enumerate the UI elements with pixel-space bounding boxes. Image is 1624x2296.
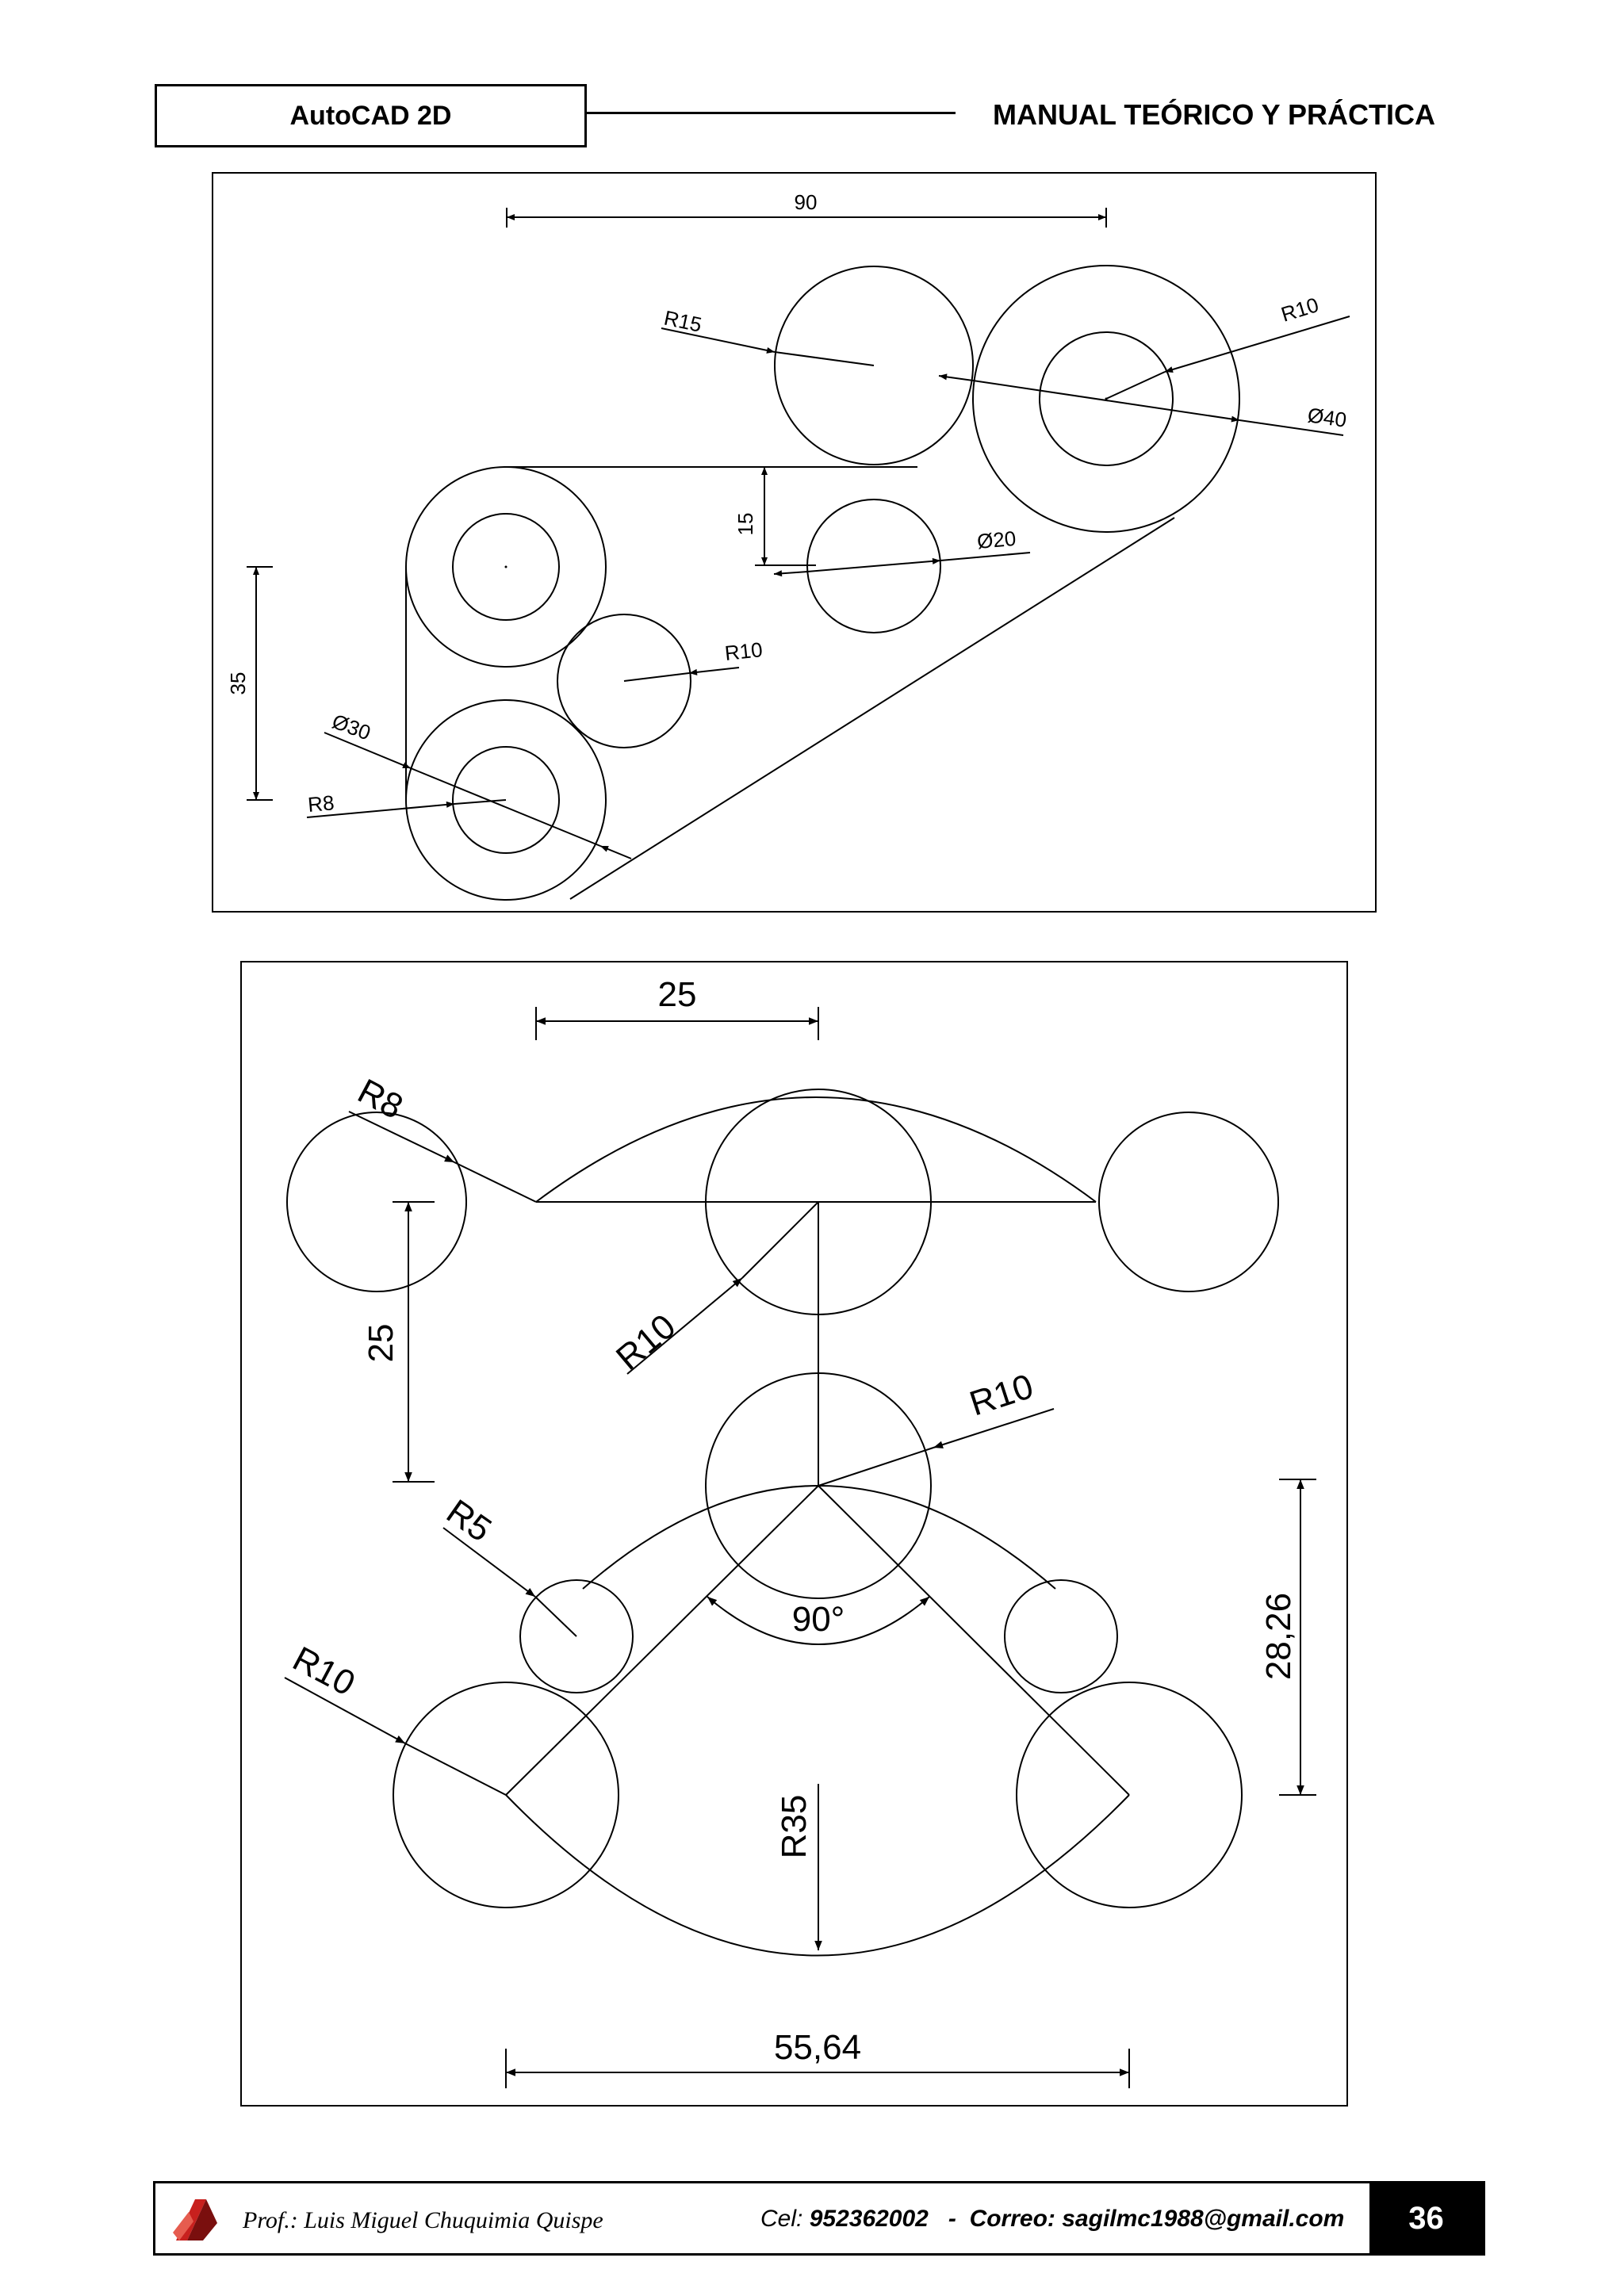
dim-r15-label: R15 <box>662 306 704 337</box>
footer-professor: Prof.: Luis Miguel Chuquimia Quispe <box>243 2207 603 2233</box>
circle-d40-inner <box>1039 331 1174 466</box>
circle-r5-left <box>519 1579 634 1693</box>
leader-d20 <box>773 570 808 577</box>
dim-25-left-label: 25 <box>362 1324 400 1363</box>
leader-r8 <box>348 1111 455 1163</box>
dim-d30-label: Ø30 <box>329 709 373 744</box>
circle-d40-outer <box>972 265 1240 533</box>
email-value: sagilmc1988@gmail.com <box>1062 2206 1345 2232</box>
cel-value: 952362002 <box>809 2206 929 2232</box>
separator: - <box>948 2206 956 2232</box>
leader-r10-top <box>1164 316 1350 373</box>
footer: Prof.: Luis Miguel Chuquimia Quispe Cel:… <box>153 2181 1485 2256</box>
leader-r10-c <box>284 1677 406 1744</box>
leader-d40 <box>938 373 974 381</box>
dim-r10-c-label: R10 <box>286 1640 361 1704</box>
circle-bottom-right <box>1016 1682 1243 1908</box>
arc-bottom-r35 <box>505 1794 1130 1957</box>
arc-middle-outer <box>582 1485 1056 1590</box>
dim-5564-label: 55,64 <box>774 2028 861 2067</box>
cel-label: Cel: <box>760 2206 803 2232</box>
leader-r10-b <box>933 1408 1055 1448</box>
dim-2826-label: 28,26 <box>1259 1593 1298 1680</box>
dim-r10-b-label: R10 <box>965 1367 1038 1424</box>
leader-r8 <box>306 801 455 818</box>
dim-r10-mid-label: R10 <box>723 637 764 665</box>
circle-r15 <box>774 266 974 465</box>
header-left-title: AutoCAD 2D <box>155 84 587 147</box>
dim-r5-label: R5 <box>439 1492 498 1549</box>
dim-d20-label: Ø20 <box>976 526 1017 553</box>
arc-top <box>535 1096 1097 1203</box>
drawing-2: 25 R8 25 R10 R10 R5 90° R10 R35 28,26 55… <box>240 961 1348 2107</box>
dim-r35-label: R35 <box>775 1795 814 1859</box>
circle-r5-right <box>1004 1579 1118 1693</box>
autocad-logo-icon <box>173 2199 217 2241</box>
header-right-title: MANUAL TEÓRICO Y PRÁCTICA <box>993 98 1436 131</box>
dim-r8-label: R8 <box>351 1072 409 1127</box>
drawing-1: 90 R15 R10 Ø40 15 Ø20 R10 35 Ø30 R8 <box>212 172 1377 913</box>
dim-90-label: 90° <box>792 1600 845 1639</box>
page-number: 36 <box>1369 2183 1483 2253</box>
leader-r10-a <box>626 1277 743 1375</box>
dim-90-label: 90 <box>795 190 818 214</box>
dim-r10-a-label: R10 <box>609 1307 683 1377</box>
dim-d40-label: Ø40 <box>1306 403 1348 432</box>
leader-d30 <box>324 732 412 769</box>
line-right-45 <box>818 1485 1130 1796</box>
leader-r5 <box>442 1527 536 1598</box>
dim-25-top-label: 25 <box>658 975 697 1014</box>
circle-left-top-inner <box>452 513 560 621</box>
line-left-45 <box>505 1485 819 1796</box>
arc-90-dim <box>707 1596 930 1645</box>
leader-r15 <box>661 327 776 354</box>
circle-top-left <box>286 1112 467 1292</box>
circle-top-right <box>1098 1112 1279 1292</box>
circle-r10-mid <box>557 614 691 748</box>
leader-r10-mid <box>688 667 740 675</box>
dim-35-label: 35 <box>226 672 250 695</box>
header-rule <box>587 112 956 114</box>
dim-15-label: 15 <box>733 513 757 536</box>
tangent-diagonal-line <box>569 517 1175 900</box>
email-label: Correo: <box>969 2206 1055 2232</box>
dim-r10-top-label: R10 <box>1278 293 1321 327</box>
footer-contact: Cel: 952362002 - Correo: sagilmc1988@gma… <box>760 2206 1344 2233</box>
circle-bottom-left <box>393 1682 619 1908</box>
dim-r8-label: R8 <box>307 790 335 817</box>
circle-d30-inner <box>452 746 560 854</box>
